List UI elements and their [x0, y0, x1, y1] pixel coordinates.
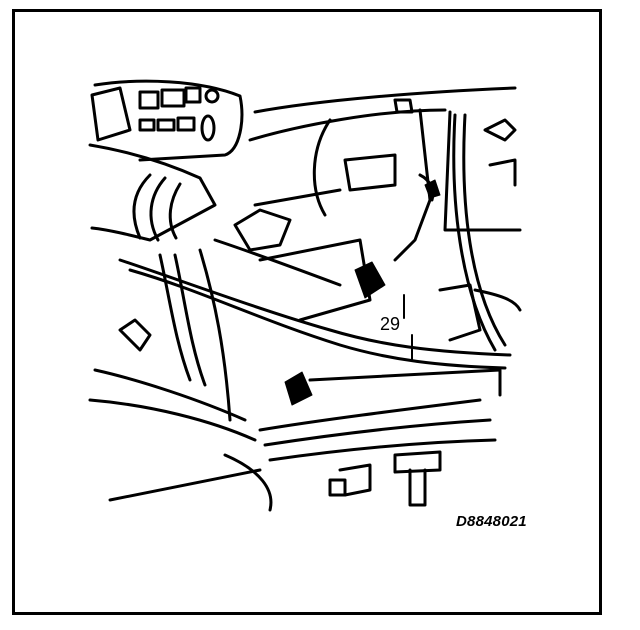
air-duct [88, 143, 217, 242]
callout-leader [403, 294, 413, 361]
callout-label: 29 [378, 314, 403, 334]
body-panel [248, 86, 522, 262]
fuse-box-outline [90, 79, 244, 162]
brake-lines [438, 113, 522, 352]
figure-id: D8848021 [456, 513, 527, 530]
location-arrows [284, 179, 441, 406]
figure-frame [12, 9, 602, 615]
harness-bracket [88, 188, 512, 442]
frame-rail [108, 368, 502, 512]
